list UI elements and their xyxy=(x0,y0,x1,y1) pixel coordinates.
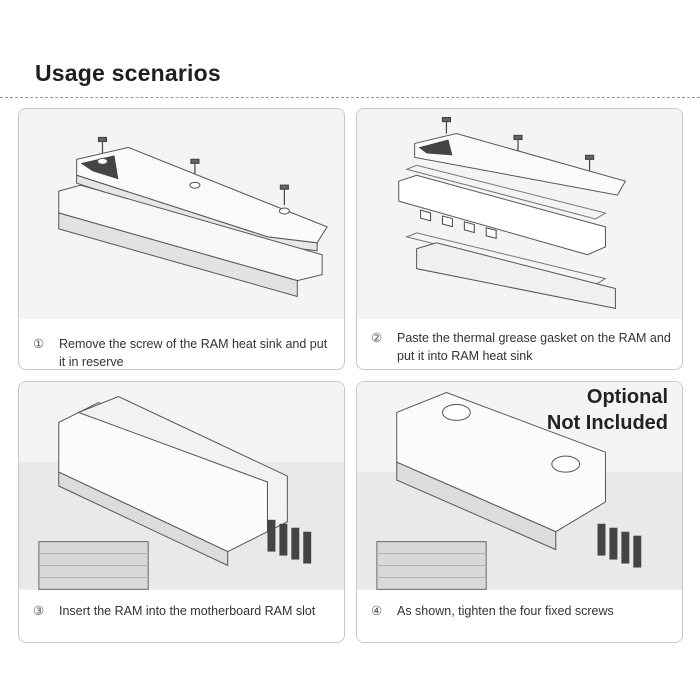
step-3-illustration xyxy=(19,382,344,590)
step-description: Paste the thermal grease gasket on the R… xyxy=(397,329,672,365)
step-number: ① xyxy=(33,335,59,353)
step-2-illustration xyxy=(357,109,682,319)
optional-note: Optional Not Included xyxy=(547,384,668,436)
step-4-illustration: Optional Not Included xyxy=(357,382,682,590)
step-number: ③ xyxy=(33,602,59,620)
title-divider xyxy=(0,97,700,98)
step-description: As shown, tighten the four fixed screws xyxy=(397,602,672,620)
step-number: ② xyxy=(371,329,397,347)
step-4-panel: Optional Not Included ④ As shown, tighte… xyxy=(356,381,683,643)
step-3-panel: ③ Insert the RAM into the motherboard RA… xyxy=(18,381,345,643)
step-description: Insert the RAM into the motherboard RAM … xyxy=(59,602,334,620)
step-2-panel: ② Paste the thermal grease gasket on the… xyxy=(356,108,683,370)
step-description: Remove the screw of the RAM heat sink an… xyxy=(59,335,334,370)
step-1-panel: ① Remove the screw of the RAM heat sink … xyxy=(18,108,345,370)
optional-label: Optional xyxy=(547,384,668,410)
step-1-illustration xyxy=(19,109,344,319)
page-title: Usage scenarios xyxy=(35,60,221,87)
not-included-label: Not Included xyxy=(547,410,668,436)
step-number: ④ xyxy=(371,602,397,620)
